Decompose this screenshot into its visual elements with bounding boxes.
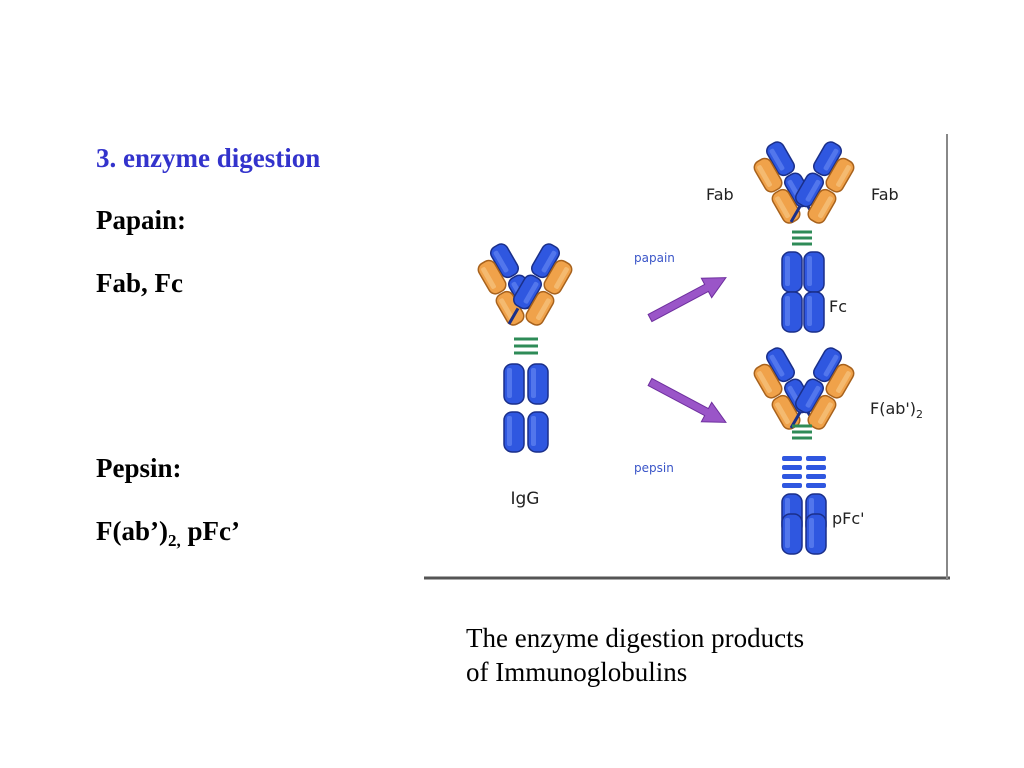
fab2-label-subscript: 2 <box>916 408 923 421</box>
pepsin-label: pepsin <box>634 461 674 475</box>
caption-line-2: of Immunoglobulins <box>466 657 688 687</box>
fab2-hinge-disulfide <box>792 424 812 440</box>
papain-products <box>748 140 860 333</box>
pepsin-products-rest: pFc’ <box>180 516 240 546</box>
figure-caption: The enzyme digestion products of Immunog… <box>466 621 946 689</box>
papain-label: papain <box>634 251 675 265</box>
pfc-label: pFc' <box>832 509 865 528</box>
igg-hinge-disulfide <box>514 337 538 355</box>
digestion-figure: IgG papain pepsin Fab Fab Fc <box>424 134 950 580</box>
igg-antibody <box>472 242 578 453</box>
slide-heading: 3. enzyme digestion <box>96 143 321 173</box>
pepsin-products-subscript: 2, <box>167 531 181 550</box>
digestion-diagram: IgG papain pepsin Fab Fab Fc <box>424 134 950 580</box>
pepsin-products: F(ab’)2, pFc’ <box>96 516 240 551</box>
fab2-label-main: F(ab') <box>870 399 916 418</box>
papain-title: Papain: <box>96 205 187 235</box>
pepsin-products <box>748 346 860 555</box>
papain-products: Fab, Fc <box>96 268 183 298</box>
igg-label: IgG <box>511 489 540 509</box>
fab-right-label: Fab <box>871 185 899 204</box>
pfc-fragment <box>781 456 827 555</box>
pepsin-products-main: F(ab’) <box>96 516 168 546</box>
caption-line-1: The enzyme digestion products <box>466 623 805 653</box>
fc-fragment <box>781 230 825 333</box>
fab-left-label: Fab <box>706 185 734 204</box>
fc-label: Fc <box>829 297 847 316</box>
pepsin-title: Pepsin: <box>96 453 182 483</box>
fab2-label: F(ab')2 <box>870 399 923 421</box>
